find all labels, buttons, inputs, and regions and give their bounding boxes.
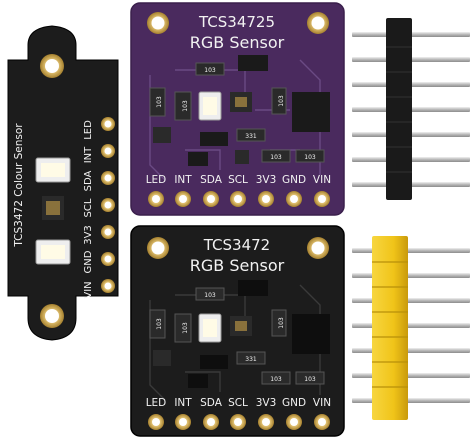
black-pin-header <box>352 18 470 200</box>
capacitor <box>153 350 171 366</box>
resistor <box>261 371 291 385</box>
resistor <box>236 128 266 142</box>
resistor-code: 103 <box>204 67 216 74</box>
resistor <box>295 149 325 163</box>
purple-pin-pads <box>148 191 330 207</box>
resistor-code: 103 <box>270 154 282 161</box>
black-board-title-line1: TCS3472 <box>203 236 270 254</box>
led-lens <box>41 163 65 177</box>
resistor-code: 103 <box>182 322 189 334</box>
resistor <box>174 91 192 121</box>
pin-label-3v3: 3V3 <box>83 225 94 245</box>
black-board-title-line2: RGB Sensor <box>190 256 285 275</box>
regulator-chip <box>238 55 268 71</box>
pin-label-led: LED <box>83 120 94 140</box>
pin-label-int: INT <box>174 397 192 409</box>
resistor-code: 103 <box>278 317 285 329</box>
purple-pin-labels: LED INT SDA SCL 3V3 GND VIN <box>146 174 331 186</box>
black-header-housing <box>386 18 412 200</box>
resistor-code: 103 <box>204 292 216 299</box>
purple-board-title-line2: RGB Sensor <box>190 33 285 52</box>
pin-label-scl: SCL <box>228 397 248 409</box>
header-pins <box>352 248 470 403</box>
pin-label-vin: VIN <box>313 397 331 409</box>
resistor <box>149 309 166 339</box>
pin-label-sda: SDA <box>83 170 94 191</box>
resistor-code: 103 <box>182 100 189 112</box>
pin-label-int: INT <box>83 146 94 163</box>
resistor-code: 103 <box>278 95 285 107</box>
pin-label-3v3: 3V3 <box>256 174 277 186</box>
resistor <box>149 87 166 117</box>
led-lens <box>203 319 217 337</box>
purple-sensor-board: TCS34725 RGB Sensor 103 103 103 103 331 <box>130 2 345 216</box>
level-shifter-chip <box>292 92 330 132</box>
resistor <box>195 287 225 301</box>
resistor-code: 331 <box>245 133 257 140</box>
level-shifter-chip <box>292 314 330 354</box>
narrow-pin-labels: VIN GND 3V3 SCL SDA INT LED <box>83 120 94 299</box>
pin-label-vin: VIN <box>313 174 331 186</box>
pin-label-vin: VIN <box>83 281 94 298</box>
narrow-board-title: TCS3472 Colour Sensor <box>13 123 25 248</box>
resistor <box>236 351 266 365</box>
pin-label-int: INT <box>174 174 192 186</box>
purple-board-title-line1: TCS34725 <box>198 13 275 31</box>
yellow-header-housing <box>372 236 408 420</box>
narrow-pin-pads <box>101 117 115 293</box>
resistor-code: 103 <box>156 96 163 108</box>
pin-label-led: LED <box>146 174 167 186</box>
pin-label-scl: SCL <box>228 174 248 186</box>
pin-label-sda: SDA <box>200 397 223 409</box>
black-pin-pads <box>148 414 330 430</box>
resistor-code: 103 <box>270 376 282 383</box>
resistor <box>271 87 287 115</box>
resistor-code: 331 <box>245 356 257 363</box>
capacitor <box>153 127 171 143</box>
regulator-chip <box>238 280 268 296</box>
led-lens <box>41 245 65 259</box>
led-lens <box>203 97 217 115</box>
black-pin-labels: LED INT SDA SCL 3V3 GND VIN <box>146 397 331 409</box>
pin-label-3v3: 3V3 <box>256 397 277 409</box>
resistor-code: 103 <box>156 318 163 330</box>
transistor <box>188 152 208 166</box>
narrow-sensor-board: TCS3472 Colour Sensor VIN GND 3V3 SCL SD… <box>7 25 119 341</box>
pin-label-gnd: GND <box>282 174 306 186</box>
black-sensor-board: TCS3472 RGB Sensor 103 103 103 103 331 1… <box>130 225 345 437</box>
resistor <box>271 309 287 337</box>
transistor <box>188 374 208 388</box>
resistor-code: 103 <box>304 376 316 383</box>
pin-label-led: LED <box>146 397 167 409</box>
resistor <box>295 371 325 385</box>
transistor <box>200 355 228 369</box>
pin-label-gnd: GND <box>83 250 94 273</box>
resistor <box>174 313 192 343</box>
capacitor <box>235 150 249 164</box>
pin-label-gnd: GND <box>282 397 306 409</box>
resistor <box>195 62 225 76</box>
pin-label-sda: SDA <box>200 174 223 186</box>
yellow-pin-header <box>352 236 470 420</box>
resistor <box>261 149 291 163</box>
transistor <box>200 132 228 146</box>
resistor-code: 103 <box>304 154 316 161</box>
pin-label-scl: SCL <box>83 198 94 217</box>
